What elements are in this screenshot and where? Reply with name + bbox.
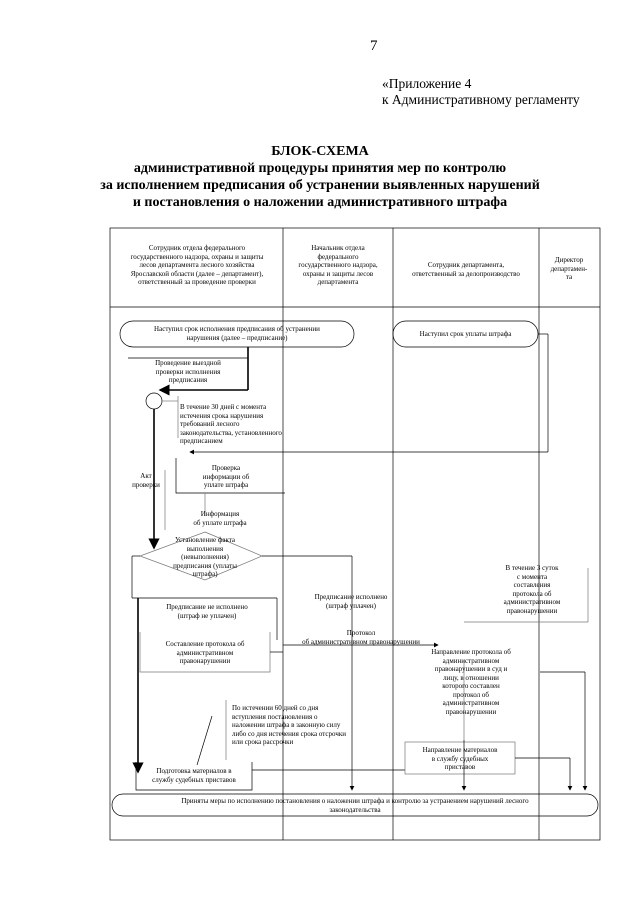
lane-header-clerk: Сотрудник департамента, ответственный за… xyxy=(412,261,520,278)
decision-diamond xyxy=(138,531,263,581)
after-60-days-note: По истечении 60 дней со дня вступления п… xyxy=(232,704,347,746)
start-deadline-text: Наступил срок исполнения предписания об … xyxy=(154,325,320,342)
appendix-line-2: к Административному регламенту xyxy=(382,92,580,107)
establish-fact-text: Установление факта выполнения (невыполне… xyxy=(173,536,237,578)
within-30-days-note: В течение 30 дней с момента истечения ср… xyxy=(180,403,282,445)
protocol-label: Протокол об административном правонаруше… xyxy=(302,629,420,646)
not-fulfilled-label: Предписание не исполнено (штраф не уплач… xyxy=(166,603,248,620)
fine-deadline-text: Наступил срок уплаты штрафа xyxy=(419,330,512,338)
diagram-title: БЛОК-СХЕМА xyxy=(271,144,369,159)
send-materials-text: Направление материалов в службу судебных… xyxy=(422,746,498,771)
diagram-subtitle-2: за исполнением предписания об устранении… xyxy=(100,178,540,193)
timer-circle xyxy=(145,392,163,410)
fulfilled-label: Предписание исполнено (штраф уплачен) xyxy=(314,593,388,610)
prepare-materials-box xyxy=(135,762,253,791)
final-text: Приняты меры по исполнению постановления… xyxy=(181,797,529,814)
page-number: 7 xyxy=(370,38,378,54)
lane-header-inspector: Сотрудник отдела федерального государств… xyxy=(130,244,264,286)
send-protocol-text: Направление протокола об административно… xyxy=(431,648,511,716)
check-payment-text: Проверка информации об уплате штрафа xyxy=(202,464,250,489)
appendix-line-1: «Приложение 4 xyxy=(382,76,472,91)
check-payment-box xyxy=(175,458,285,494)
diagram-subtitle-1: административной процедуры принятия мер … xyxy=(133,161,507,176)
lane-header-head-of-division: Начальник отдела федерального государств… xyxy=(298,244,378,286)
diagram-subtitle-3: и постановления о наложении администрати… xyxy=(132,195,508,210)
appendix-reference: «Приложение 4 к Административному реглам… xyxy=(382,76,580,108)
draw-protocol-text: Составление протокола об административно… xyxy=(165,640,245,665)
lane-header-director: Директор департамен- та xyxy=(550,256,588,281)
payment-info-label: Информация об уплате штрафа xyxy=(193,510,247,527)
act-label: Акт проверки xyxy=(132,472,160,489)
start-deadline-oval xyxy=(119,320,355,348)
final-oval xyxy=(111,793,599,817)
swimlane-frame xyxy=(109,227,601,841)
conduct-check-text: Проведение выездной проверки исполнения … xyxy=(155,359,221,384)
within-3-days-note: В течение 3 суток с момента составления … xyxy=(503,564,561,615)
prepare-materials-text: Подготовка материалов в службу судебных … xyxy=(152,767,236,784)
